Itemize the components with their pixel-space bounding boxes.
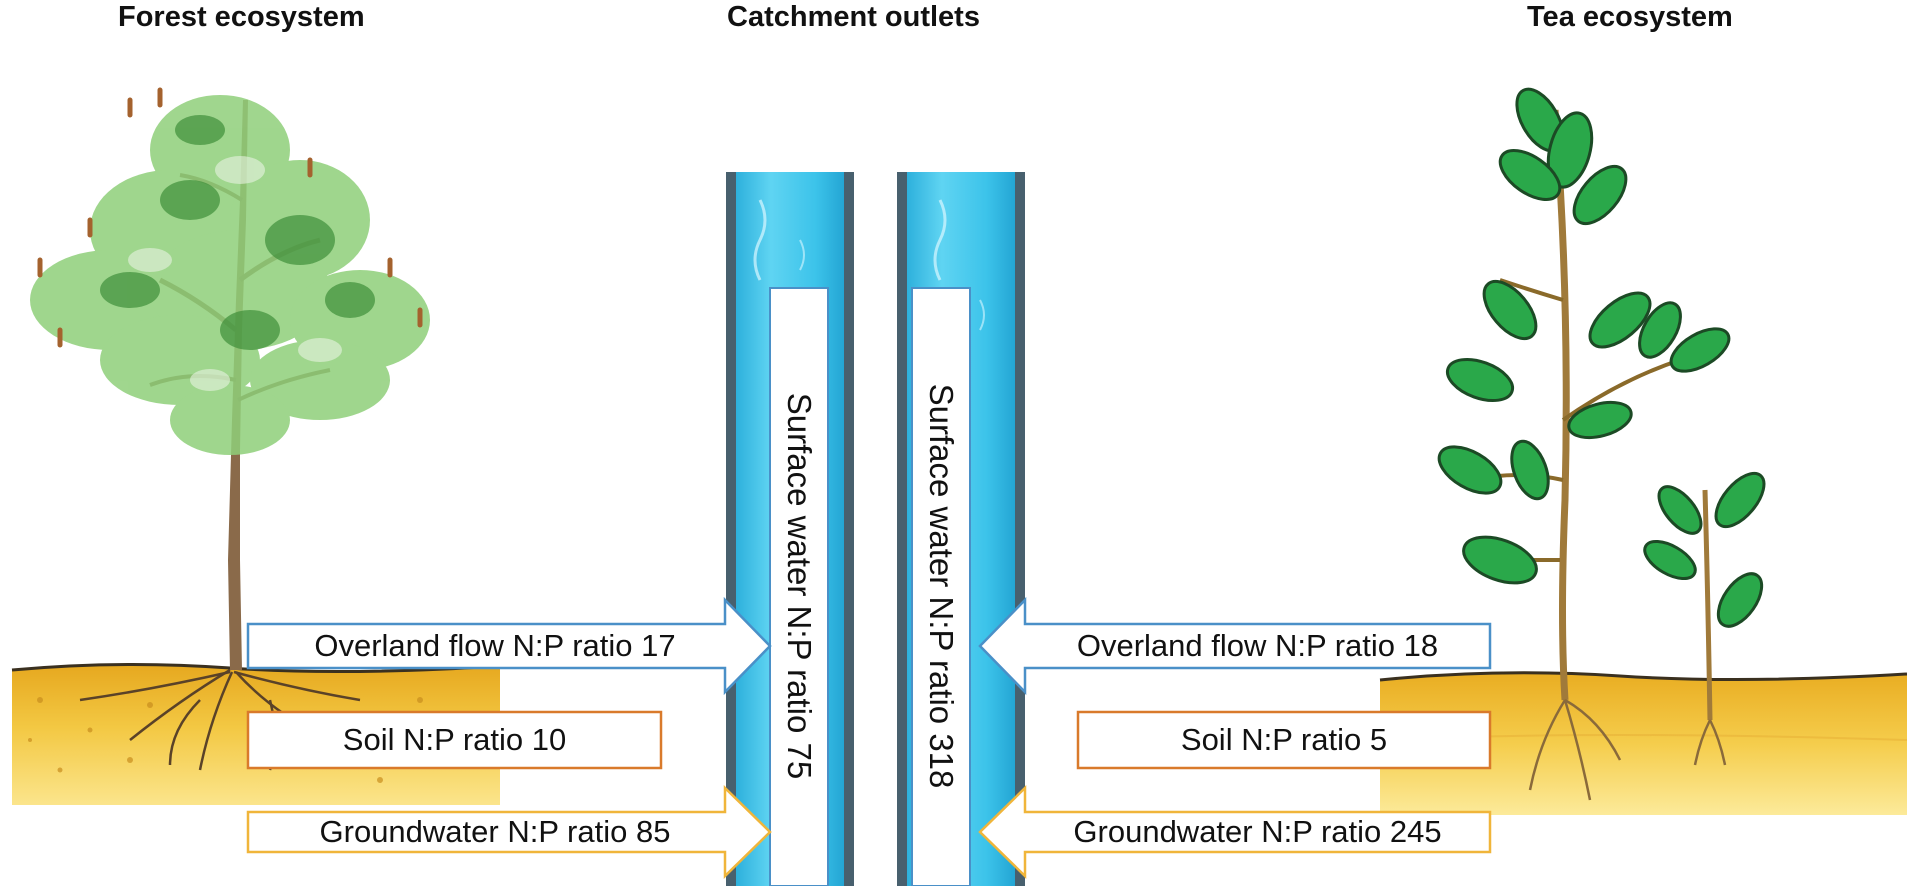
tea-plant-illustration: [1437, 87, 1766, 801]
forest-surface-water-box: [769, 287, 829, 886]
catchment-outlets-heading: Catchment outlets: [727, 1, 980, 33]
forest-overland-flow-label: Overland flow N:P ratio 17: [314, 628, 676, 663]
tea-groundwater-arrow: [978, 785, 1492, 879]
forest-overland-flow-arrow: [246, 596, 772, 696]
tea-overland-flow-label: Overland flow N:P ratio 18: [1076, 628, 1439, 663]
tea-groundwater-label: Groundwater N:P ratio 245: [1073, 814, 1442, 849]
tea-soil-label: Soil N:P ratio 5: [1180, 722, 1388, 757]
pine-tree-illustration: [30, 87, 430, 771]
forest-ecosystem-heading: Forest ecosystem: [118, 1, 365, 33]
forest-soil-label: Soil N:P ratio 10: [342, 722, 567, 757]
forest-surface-water-label: Surface water N:P ratio 75: [781, 392, 818, 780]
tea-soil-box: [1076, 710, 1492, 770]
forest-groundwater-label: Groundwater N:P ratio 85: [319, 814, 671, 849]
forest-groundwater-arrow: [246, 785, 772, 879]
tea-surface-water-box: [911, 287, 971, 886]
tea-overland-flow-arrow: [978, 596, 1492, 696]
tea-surface-water-label: Surface water N:P ratio 318: [923, 383, 960, 789]
tea-ecosystem-heading: Tea ecosystem: [1527, 1, 1733, 33]
forest-soil-box: [246, 710, 663, 770]
